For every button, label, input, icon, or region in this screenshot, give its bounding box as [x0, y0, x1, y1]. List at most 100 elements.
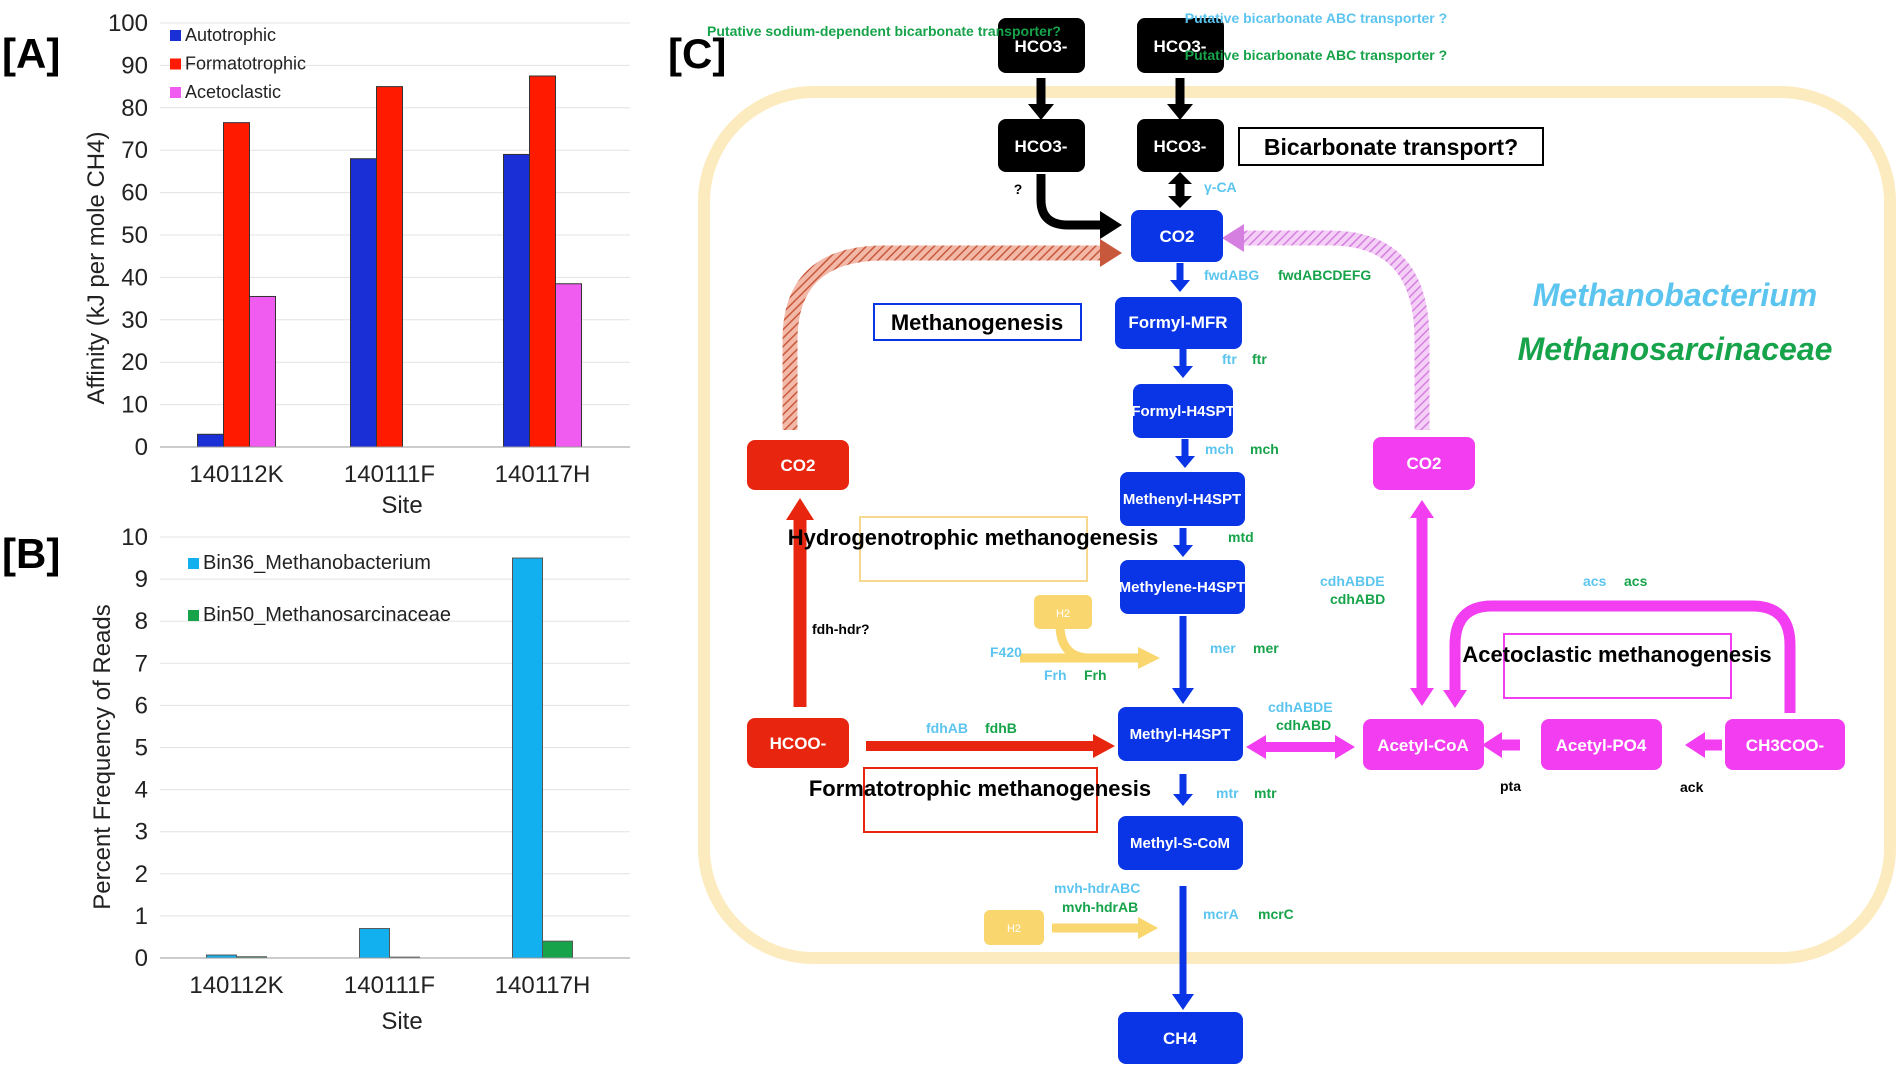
bar-autotrophic-140111F: [350, 158, 377, 448]
arrowhead: [1168, 196, 1192, 208]
y-tick-label: 2: [135, 861, 148, 888]
enzyme-mcr-cyan: mcrA: [1203, 906, 1239, 922]
hco3-inside-2: HCO3-: [1154, 137, 1207, 156]
bicarbonate-transport-box: [1238, 127, 1544, 166]
arrowhead: [1482, 732, 1502, 758]
ch4-box: [1118, 1012, 1243, 1064]
y-tick-label: 0: [135, 945, 148, 972]
enzyme-mtr-green: mtr: [1254, 785, 1277, 801]
bar-bin36_methanobacterium-140117H: [512, 557, 543, 959]
y-tick-label: 8: [135, 608, 148, 635]
bar-bin50_methanosarcinaceae-140117H: [542, 940, 573, 959]
enzyme-fdh-hdr: fdh-hdr?: [812, 621, 870, 637]
enzyme-question: ?: [1014, 181, 1023, 197]
y-tick-label: 40: [121, 264, 148, 291]
bar-formatotrophic-140117H: [529, 75, 556, 448]
enzyme-fdh-green: fdhB: [985, 720, 1017, 736]
acetyl-po4-box: [1541, 719, 1662, 770]
arrowhead: [1100, 239, 1122, 267]
panel-label-b: [B]: [2, 530, 60, 577]
co2-recycle-arrow-right: [1240, 230, 1430, 430]
x-category-label: 140117H: [495, 461, 591, 488]
co2-left: CO2: [781, 456, 816, 475]
hco3-inside-1-box: [998, 119, 1085, 172]
legend-label: Formatotrophic: [185, 54, 306, 74]
methanogenesis-box: [873, 303, 1082, 341]
enzyme-frh-cyan: Frh: [1044, 667, 1067, 683]
ch3coo-box: [1725, 719, 1845, 770]
arrow-acs-loop: [1449, 600, 1796, 713]
y-tick-label: 1: [135, 903, 148, 930]
y-tick-label: 6: [135, 692, 148, 719]
legend-label: Bin36_Methanobacterium: [203, 552, 431, 574]
legend-label: Autotrophic: [185, 25, 276, 45]
enzyme-fwd-cyan: fwdABG: [1204, 267, 1259, 283]
arrowhead: [1410, 500, 1434, 518]
enzyme-mch-green: mch: [1250, 441, 1279, 457]
hco3-outside-2-box: [1137, 18, 1224, 73]
chart-read-frequency: Percent Frequency of Reads Site 01234567…: [89, 524, 630, 1035]
legend-swatch: [170, 58, 181, 70]
legend-swatch: [188, 558, 199, 569]
h2-bottom-box: [984, 910, 1044, 945]
bar-acetoclastic-140112K: [249, 295, 276, 448]
acetoclastic-box: [1503, 633, 1732, 699]
acetyl-coa-box: [1363, 719, 1484, 770]
hco3-outside-1: HCO3-: [1015, 37, 1068, 56]
co2-right: CO2: [1407, 454, 1442, 473]
y-tick-label: 80: [121, 95, 148, 122]
enzyme-frh-green: Frh: [1084, 667, 1107, 683]
methanogenesis-title: Methanogenesis: [891, 310, 1063, 335]
enzyme-cdh-mid-green: cdhABD: [1276, 717, 1331, 733]
x-category-label: 140112K: [189, 972, 283, 999]
co2-right-box: [1373, 437, 1475, 490]
hydrogenotrophic-box: [859, 516, 1088, 582]
arrowhead: [1168, 172, 1192, 184]
arrow-f420-frh: [1020, 627, 1140, 663]
arrowhead: [1222, 224, 1244, 252]
y-tick-label: 60: [121, 180, 148, 207]
hydrogenotrophic-title: Hydrogenotrophic methanogenesis: [788, 525, 1158, 550]
co2-main: CO2: [1160, 227, 1195, 246]
methanogenesis-pathway-diagram: HCO3- HCO3- HCO3- HCO3- CO2 Formyl-MFR F…: [698, 10, 1896, 1064]
chart-a-ylabel: Affinity (kJ per mole CH4): [83, 132, 110, 405]
cell-membrane: [698, 86, 1896, 964]
methenyl-h4spt-box: [1120, 472, 1245, 526]
enzyme-mer-cyan: mer: [1210, 640, 1236, 656]
enzyme-mcr-green: mcrC: [1258, 906, 1294, 922]
enzyme-cdh-right-green: cdhABD: [1330, 591, 1385, 607]
y-tick-label: 0: [135, 434, 148, 461]
organism-methanobacterium: Methanobacterium: [1533, 277, 1817, 313]
legend-label: Bin50_Methanosarcinaceae: [203, 604, 451, 626]
legend-swatch: [188, 610, 199, 621]
enzyme-ftr-green: ftr: [1252, 351, 1267, 367]
arrowhead: [1246, 735, 1266, 759]
bicarbonate-transport-title: Bicarbonate transport?: [1264, 134, 1518, 160]
h2-top: H2: [1056, 608, 1070, 620]
hco3-outside-2: HCO3-: [1154, 37, 1207, 56]
formatotrophic-box: [863, 767, 1098, 833]
x-category-label: 140111F: [344, 461, 435, 488]
transporter-abc-green: Putative bicarbonate ABC transporter ?: [1185, 47, 1447, 63]
arrow-hco3-to-co2: [1036, 174, 1105, 230]
arrowhead: [1167, 104, 1193, 120]
arrowhead: [1685, 732, 1705, 758]
enzyme-ack: ack: [1680, 779, 1704, 795]
transporter-sodium: Putative sodium-dependent bicarbonate tr…: [707, 23, 1061, 39]
formatotrophic-title: Formatotrophic methanogenesis: [809, 776, 1151, 801]
y-tick-label: 7: [135, 650, 148, 677]
y-tick-label: 90: [121, 52, 148, 79]
arrowhead: [1028, 104, 1054, 120]
chart-affinity: Affinity (kJ per mole CH4) Site 01020304…: [83, 10, 630, 519]
enzyme-acs-cyan: acs: [1583, 573, 1607, 589]
co2-main-box: [1131, 210, 1223, 262]
bar-bin36_methanobacterium-140111F: [359, 928, 390, 959]
y-tick-label: 9: [135, 566, 148, 593]
bar-formatotrophic-140112K: [223, 122, 250, 448]
bar-autotrophic-140112K: [197, 433, 224, 448]
acetyl-po4: Acetyl-PO4: [1556, 736, 1647, 755]
ch3coo: CH3COO-: [1746, 736, 1824, 755]
methyl-s-com: Methyl-S-CoM: [1130, 835, 1230, 852]
enzyme-fwd-green: fwdABCDEFG: [1278, 267, 1371, 283]
chart-b-xlabel: Site: [381, 1008, 422, 1035]
